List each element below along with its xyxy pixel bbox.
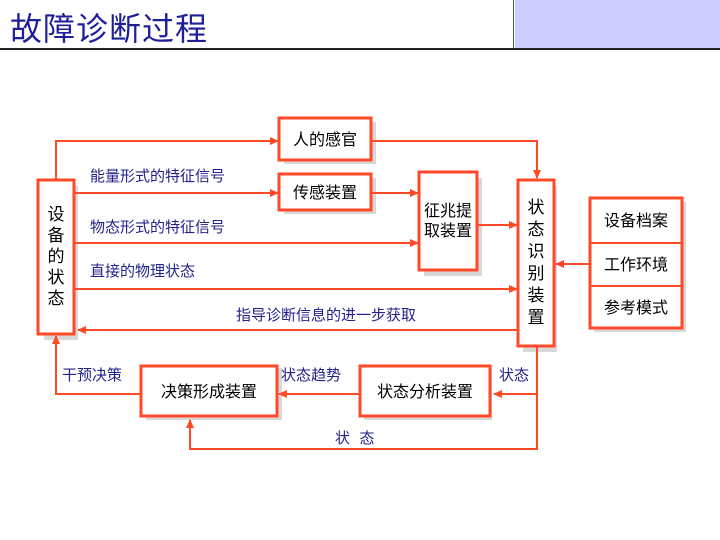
box-human-senses [277,116,373,162]
working-environment-label: 工作环境 [604,255,668,274]
equipment-state-text-wrap: 设备的状态 [47,204,65,309]
state-analysis-label: 状态分析装置 [377,382,473,401]
page-title: 故障诊断过程 [10,10,209,48]
equipment-state-label: 设备的状态 [47,204,65,309]
direct-physical-state-label: 直接的物理状态 [90,262,195,280]
state-trend-label: 状态趋势 [281,366,341,384]
intervention-decision-label: 干预决策 [62,366,122,384]
material-feature-signal-label: 物态形式的特征信号 [90,218,225,236]
reference-mode-label: 参考模式 [604,298,668,317]
state-right-label: 状态 [499,366,529,384]
box-decision-making [139,364,279,418]
state-recognition-label: 状态识别装置 [527,198,545,328]
state-recognition-text-wrap: 状态识别装置 [527,198,545,328]
connectors [52,137,590,450]
decision-making-label: 决策形成装置 [161,382,257,401]
box-reference-group [588,196,684,330]
box-sensor-device [277,172,373,212]
human-senses-label: 人的感官 [293,130,357,149]
guide-info-label: 指导诊断信息的进一步获取 [236,306,416,324]
energy-feature-signal-label: 能量形式的特征信号 [90,167,225,185]
header-bar: 故障诊断过程 [0,0,720,50]
title-cell: 故障诊断过程 [0,0,514,48]
box-state-analysis [358,364,492,418]
box-equipment-state [36,178,76,336]
box-state-recognition [516,178,556,348]
symptom-extraction-label: 征兆提取装置 [424,201,473,240]
box-symptom-extraction [417,170,479,272]
symptom-extraction-text-wrap: 征兆提取装置 [424,201,473,240]
sensor-device-label: 传感装置 [293,183,357,202]
equipment-archive-label: 设备档案 [604,211,668,230]
state-bottom-label: 状 态 [335,429,375,447]
header-accent-panel [515,0,720,48]
